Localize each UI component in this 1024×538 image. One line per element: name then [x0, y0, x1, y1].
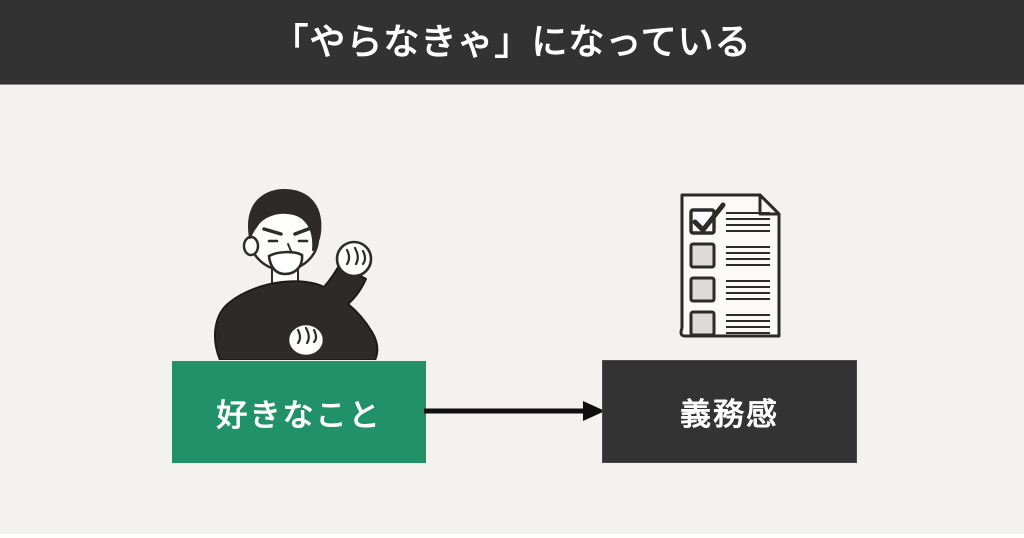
bottom-strip	[0, 534, 1024, 538]
right-arrow-icon	[424, 401, 605, 421]
person-illustration	[206, 186, 398, 361]
excited-man-fist-pump-icon	[214, 188, 379, 361]
liked-things-box: 好きなこと	[172, 361, 426, 463]
checklist-document-icon	[679, 193, 781, 338]
checklist-illustration	[672, 186, 790, 344]
flow-arrow	[424, 398, 606, 424]
obligation-box: 義務感	[602, 360, 857, 463]
page-title: 「やらなきゃ」になっている	[272, 21, 752, 62]
obligation-label: 義務感	[680, 397, 779, 432]
title-bar: 「やらなきゃ」になっている	[0, 0, 1024, 85]
liked-things-label: 好きなこと	[216, 397, 382, 433]
